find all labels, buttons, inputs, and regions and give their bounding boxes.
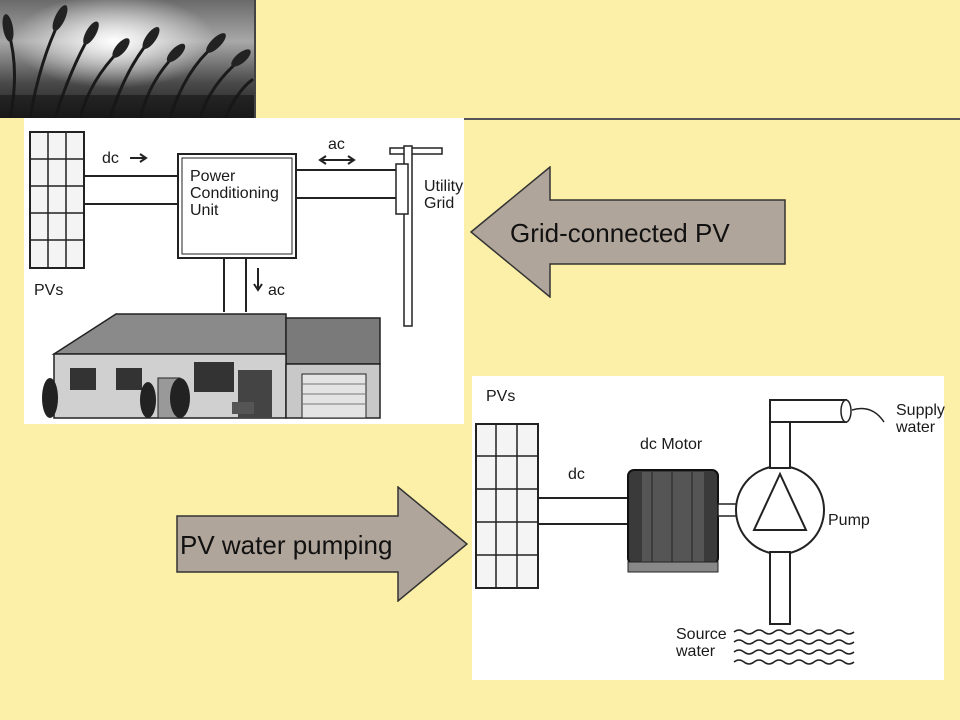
dc-label: dc bbox=[568, 466, 585, 483]
source-water-icon bbox=[733, 629, 855, 665]
house-icon bbox=[42, 313, 381, 419]
utility-grid-label: Utility Grid bbox=[424, 178, 464, 212]
wheat-field-photo bbox=[0, 0, 254, 118]
water-pumping-callout: PV water pumping bbox=[176, 486, 468, 602]
pump-icon bbox=[735, 399, 885, 625]
grid-connected-diagram: dc ac Power Conditioning Unit Utility Gr… bbox=[24, 118, 464, 424]
pv-panel-icon bbox=[475, 423, 539, 589]
pvs-label: PVs bbox=[34, 282, 64, 299]
dc-label: dc bbox=[102, 150, 119, 167]
grid-connected-callout: Grid-connected PV bbox=[470, 166, 786, 298]
source-water-label: Source water bbox=[676, 626, 727, 660]
pvs-label: PVs bbox=[486, 388, 516, 405]
dc-motor-icon bbox=[627, 469, 719, 573]
banner-divider bbox=[254, 0, 256, 120]
pv-panel-icon bbox=[29, 131, 85, 269]
power-conditioning-unit bbox=[177, 153, 297, 259]
pump-label: Pump bbox=[828, 512, 870, 529]
grid-connected-label: Grid-connected PV bbox=[510, 218, 730, 248]
dc-motor-label: dc Motor bbox=[640, 436, 703, 453]
pcu-label: Power Conditioning Unit bbox=[190, 168, 279, 219]
water-pumping-label: PV water pumping bbox=[180, 530, 393, 560]
header-rule bbox=[254, 118, 960, 120]
utility-pole-icon bbox=[389, 145, 443, 327]
ac-down-label: ac bbox=[268, 282, 285, 299]
supply-water-label: Supply water bbox=[896, 402, 945, 436]
water-pumping-diagram: PVs dc dc Motor Supply water Pump Source… bbox=[472, 376, 945, 680]
ac-label: ac bbox=[328, 136, 345, 153]
